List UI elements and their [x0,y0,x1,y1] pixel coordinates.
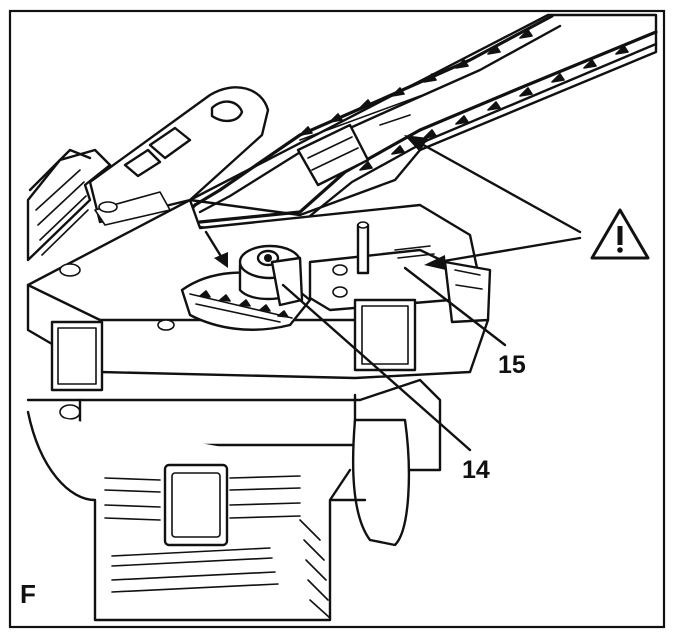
warning-pointer-lines [404,135,582,270]
panel-letter: F [20,579,36,609]
warning-triangle-icon [590,208,650,260]
callout-14: 14 [462,456,490,484]
callout-15: 15 [498,351,526,379]
chain-tensioner [308,221,492,324]
saw-chain [188,14,658,230]
lower-body [26,410,352,622]
bar-nut [238,244,304,307]
sprocket-arrow [204,230,228,268]
callout-leader-lines [281,266,507,452]
